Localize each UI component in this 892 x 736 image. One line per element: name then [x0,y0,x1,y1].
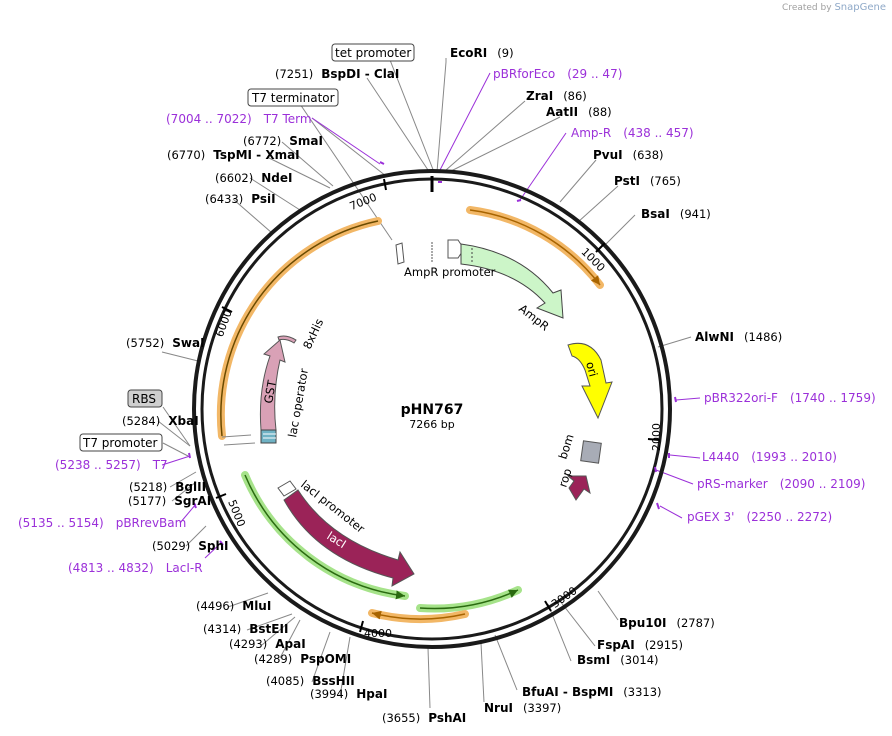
ori-arrow [567,342,613,420]
plasmid-name: pHN767 [401,402,464,418]
t7-promoter-mark [223,442,256,446]
ampr-arrow [460,243,564,319]
enzyme-sphi: (5029)SphI [152,539,229,553]
green-arc-1-line [244,474,406,600]
label-ampr-promoter: AmpR promoter [404,265,496,279]
label-8xhis: 8xHis [300,316,326,351]
backbone-outer [192,169,672,649]
orange-arc-1-line [469,209,601,286]
enzyme-alwni: AlwNI(1486) [695,330,782,344]
boxed-labels: tet promoter T7 terminator RBS T7 promot… [79,43,415,452]
primer-laci-r: (4813 .. 4832)LacI-R [68,561,203,575]
tick-2000: 2000 [650,423,663,451]
enzyme-aatii: AatII(88) [546,105,612,119]
his-tag [277,335,297,344]
enzyme-fspai: FspAI(2915) [597,638,683,652]
enzyme-pvui: PvuI(638) [593,148,664,162]
enzyme-ecori: EcoRI(9) [450,46,514,60]
enzyme-tspmi-xmai: (6770)TspMI - XmaI [167,148,300,162]
tick-4000: 4000 [364,627,392,640]
primer-pgex-3-: pGEX 3'(2250 .. 2272) [687,510,832,524]
enzyme-nrui: NruI(3397) [484,701,561,715]
label-lac-operator: lac operator [285,367,311,438]
laci-arrow [283,489,415,587]
plasmid-size: 7266 bp [409,418,454,431]
enzyme-xbai: (5284)XbaI [122,414,199,428]
bom-box [580,440,602,464]
enzyme-bpu10i: Bpu10I(2787) [619,616,715,630]
primer-pbr322ori-f: pBR322ori-F(1740 .. 1759) [704,391,876,405]
primer-leaders [161,72,701,559]
enzyme-hpai: (3994)HpaI [310,687,387,701]
label-tet-promoter: tet promoter [335,46,411,60]
enzyme-bfuai-bspmi: BfuAI - BspMI(3313) [522,685,662,699]
credit-brand: SnapGene [834,2,886,13]
enzyme-apai: (4293)ApaI [229,637,306,651]
tet-promoter-mark [395,242,405,265]
orange-arc-2-line [220,220,379,437]
label-rop: rop [556,467,575,489]
enzyme-bsai: BsaI(941) [641,207,711,221]
enzyme-pspomi: (4289)PspOMI [254,652,351,666]
enzyme-bglii: (5218)BglII [129,480,206,494]
laci-promoter-arrow [277,480,297,497]
snapgene-credit: Created by SnapGene [782,2,886,13]
orange-arc-3-line [371,610,466,620]
label-bom: bom [556,432,577,461]
tick-marks [215,178,660,633]
credit-prefix: Created by [782,3,832,13]
rop-arrow [566,475,591,501]
enzyme-bspdi-clai: (7251)BspDI - ClaI [275,67,399,81]
enzyme-sgrai: (5177)SgrAI [128,494,211,508]
enzyme-bsteii: (4314)BstEII [203,622,288,636]
primer-pbrforeco: pBRforEco(29 .. 47) [493,67,622,81]
primer-t7: (5238 .. 5257)T7 [55,458,168,472]
label-rbs: RBS [132,392,156,406]
enzyme-zrai: ZraI(86) [526,89,587,103]
primer-pbrrevbam: (5135 .. 5154)pBRrevBam [18,516,186,530]
primer-l4440: L4440(1993 .. 2010) [702,450,837,464]
enzyme-psti: PstI(765) [614,174,681,188]
enzyme-psii: (6433)PsiI [205,192,276,206]
primer-t7-term: (7004 .. 7022)T7 Term [166,112,312,126]
enzyme-ndei: (6602)NdeI [215,171,293,185]
enzyme-pshai: (3655)PshAI [382,711,466,725]
enzyme-bsmi: BsmI(3014) [577,653,659,667]
primer-prs-marker: pRS-marker(2090 .. 2109) [697,477,865,491]
rbs-mark [221,434,252,438]
label-t7-terminator: T7 terminator [251,91,335,105]
label-t7-promoter: T7 promoter [82,436,158,450]
label-gst: GST [261,378,279,404]
enzyme-bsshii: (4085)BssHII [266,674,355,688]
enzyme-swai: (5752)SwaI [126,336,205,350]
enzyme-smai: (6772)SmaI [243,134,323,148]
lac-operator-box [260,429,277,444]
green-arc-2-line [419,589,519,610]
primer-marks [188,161,677,546]
gst-arrow [259,339,286,431]
primer-amp-r: Amp-R(438 .. 457) [571,126,694,140]
label-ori: ori [583,360,600,378]
enzyme-mlui: (4496)MluI [196,599,271,613]
